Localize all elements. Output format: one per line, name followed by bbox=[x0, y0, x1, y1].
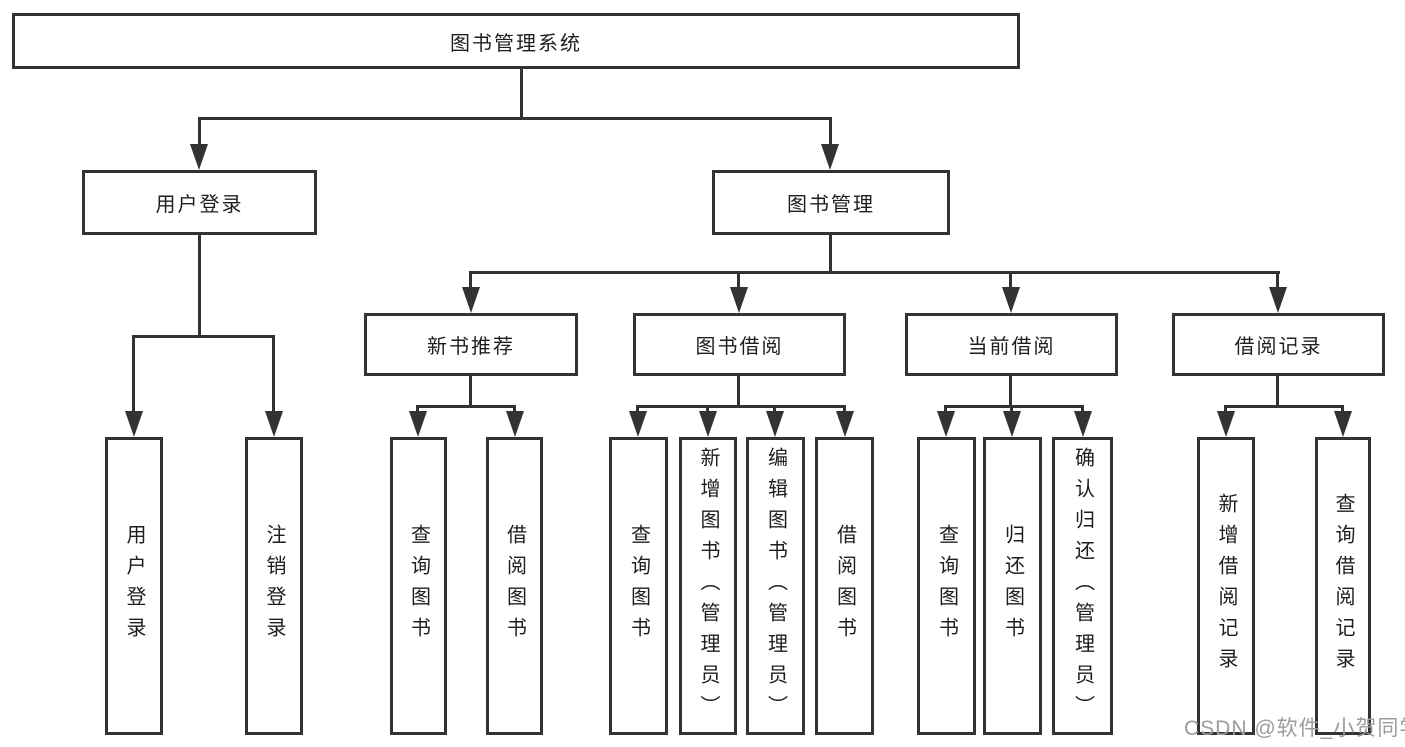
arrowhead-down-icon bbox=[629, 411, 647, 437]
connector-drop-leaf-user-login bbox=[132, 335, 135, 413]
leaf-label: 查询借阅记录 bbox=[1332, 493, 1354, 679]
arrowhead-down-icon bbox=[1217, 411, 1235, 437]
node-borrow-records: 借阅记录 bbox=[1172, 313, 1385, 376]
connector-drop bbox=[1081, 405, 1084, 414]
node-library-system: 图书管理系统 bbox=[12, 13, 1020, 69]
arrowhead-down-icon bbox=[766, 411, 784, 437]
arrowhead-down-icon bbox=[699, 411, 717, 437]
leaf-label: 归还图书 bbox=[1001, 524, 1024, 648]
leaf-label: 借阅图书 bbox=[833, 524, 856, 648]
connector-drop bbox=[706, 405, 709, 414]
connector-cb-bar bbox=[944, 405, 1084, 408]
connector-drop-book-management bbox=[829, 117, 832, 147]
arrowhead-down-icon bbox=[409, 411, 427, 437]
arrowhead-down-icon bbox=[506, 411, 524, 437]
connector-drop bbox=[513, 405, 516, 414]
arrowhead-down-icon bbox=[125, 411, 143, 437]
connector-book-stem bbox=[829, 235, 832, 274]
leaf-user-login: 用户登录 bbox=[105, 437, 163, 735]
arrowhead-down-icon bbox=[1074, 411, 1092, 437]
leaf-label: 确认归还（管理员） bbox=[1071, 446, 1094, 726]
arrowhead-down-icon bbox=[1334, 411, 1352, 437]
node-label: 新书推荐 bbox=[427, 336, 515, 358]
leaf-br-query-record: 查询借阅记录 bbox=[1315, 437, 1371, 735]
node-book-borrow: 图书借阅 bbox=[633, 313, 846, 376]
leaf-nbr-borrow-books: 借阅图书 bbox=[486, 437, 543, 735]
leaf-nbr-query-books: 查询图书 bbox=[390, 437, 447, 735]
connector-drop bbox=[1010, 405, 1013, 414]
leaf-label: 用户登录 bbox=[123, 524, 145, 648]
leaf-bb-add-books-admin: 新增图书（管理员） bbox=[679, 437, 737, 735]
arrowhead-down-icon bbox=[1003, 411, 1021, 437]
node-label: 借阅记录 bbox=[1234, 336, 1323, 358]
connector-nbr-stem bbox=[469, 376, 472, 408]
leaf-br-add-record: 新增借阅记录 bbox=[1197, 437, 1255, 735]
connector-br-bar bbox=[1224, 405, 1344, 408]
connector-drop bbox=[843, 405, 846, 414]
leaf-bb-borrow-books: 借阅图书 bbox=[815, 437, 874, 735]
leaf-label: 编辑图书（管理员） bbox=[764, 446, 787, 726]
arrowhead-down-icon bbox=[1269, 287, 1287, 313]
connector-bb-stem bbox=[737, 376, 740, 408]
connector-drop-current-borrow bbox=[1009, 271, 1012, 289]
leaf-bb-query-books: 查询图书 bbox=[609, 437, 668, 735]
arrowhead-down-icon bbox=[265, 411, 283, 437]
connector-drop-new-book bbox=[469, 271, 472, 289]
connector-br-stem bbox=[1276, 376, 1279, 408]
connector-drop-user-login bbox=[198, 117, 201, 147]
node-book-management: 图书管理 bbox=[712, 170, 950, 235]
leaf-label: 查询图书 bbox=[407, 524, 430, 648]
arrowhead-down-icon bbox=[462, 287, 480, 313]
connector-drop-book-borrow bbox=[737, 271, 740, 289]
leaf-label: 查询图书 bbox=[627, 524, 650, 648]
connector-book-bar bbox=[469, 271, 1280, 274]
arrowhead-down-icon bbox=[836, 411, 854, 437]
node-label: 图书管理 bbox=[787, 194, 875, 216]
connector-drop-borrow-records bbox=[1276, 271, 1279, 289]
leaf-label: 借阅图书 bbox=[503, 524, 526, 648]
node-new-book-recommend: 新书推荐 bbox=[364, 313, 578, 376]
connector-bb-bar bbox=[636, 405, 846, 408]
node-label: 图书借阅 bbox=[695, 336, 784, 358]
connector-drop bbox=[1341, 405, 1344, 414]
connector-root-stem bbox=[520, 68, 523, 119]
leaf-cb-return-books: 归还图书 bbox=[983, 437, 1042, 735]
arrowhead-down-icon bbox=[1002, 287, 1020, 313]
leaf-cb-confirm-return-admin: 确认归还（管理员） bbox=[1052, 437, 1113, 735]
node-label: 用户登录 bbox=[155, 194, 244, 216]
connector-drop bbox=[636, 405, 639, 414]
leaf-user-logout: 注销登录 bbox=[245, 437, 303, 735]
connector-drop bbox=[773, 405, 776, 414]
connector-drop bbox=[1224, 405, 1227, 414]
leaf-cb-query-books: 查询图书 bbox=[917, 437, 976, 735]
leaf-label: 新增图书（管理员） bbox=[697, 446, 719, 726]
leaf-label: 查询图书 bbox=[935, 524, 958, 648]
connector-drop bbox=[944, 405, 947, 414]
node-current-borrow: 当前借阅 bbox=[905, 313, 1118, 376]
connector-user-bar bbox=[132, 335, 275, 338]
arrowhead-down-icon bbox=[730, 287, 748, 313]
node-label: 图书管理系统 bbox=[450, 32, 582, 55]
connector-drop-leaf-logout bbox=[272, 335, 275, 413]
watermark: CSDN @软件_小贺同学 bbox=[1184, 717, 1405, 740]
arrowhead-down-icon bbox=[821, 144, 839, 170]
leaf-bb-edit-books-admin: 编辑图书（管理员） bbox=[746, 437, 805, 735]
node-label: 当前借阅 bbox=[967, 336, 1056, 358]
connector-user-stem bbox=[198, 234, 201, 337]
leaf-label: 新增借阅记录 bbox=[1215, 493, 1237, 679]
leaf-label: 注销登录 bbox=[263, 524, 285, 648]
arrowhead-down-icon bbox=[190, 144, 208, 170]
arrowhead-down-icon bbox=[937, 411, 955, 437]
node-user-login: 用户登录 bbox=[82, 170, 317, 235]
connector-nbr-bar bbox=[416, 405, 516, 408]
connector-root-bar bbox=[198, 117, 832, 120]
connector-drop bbox=[416, 405, 419, 414]
connector-cb-stem bbox=[1009, 376, 1012, 408]
